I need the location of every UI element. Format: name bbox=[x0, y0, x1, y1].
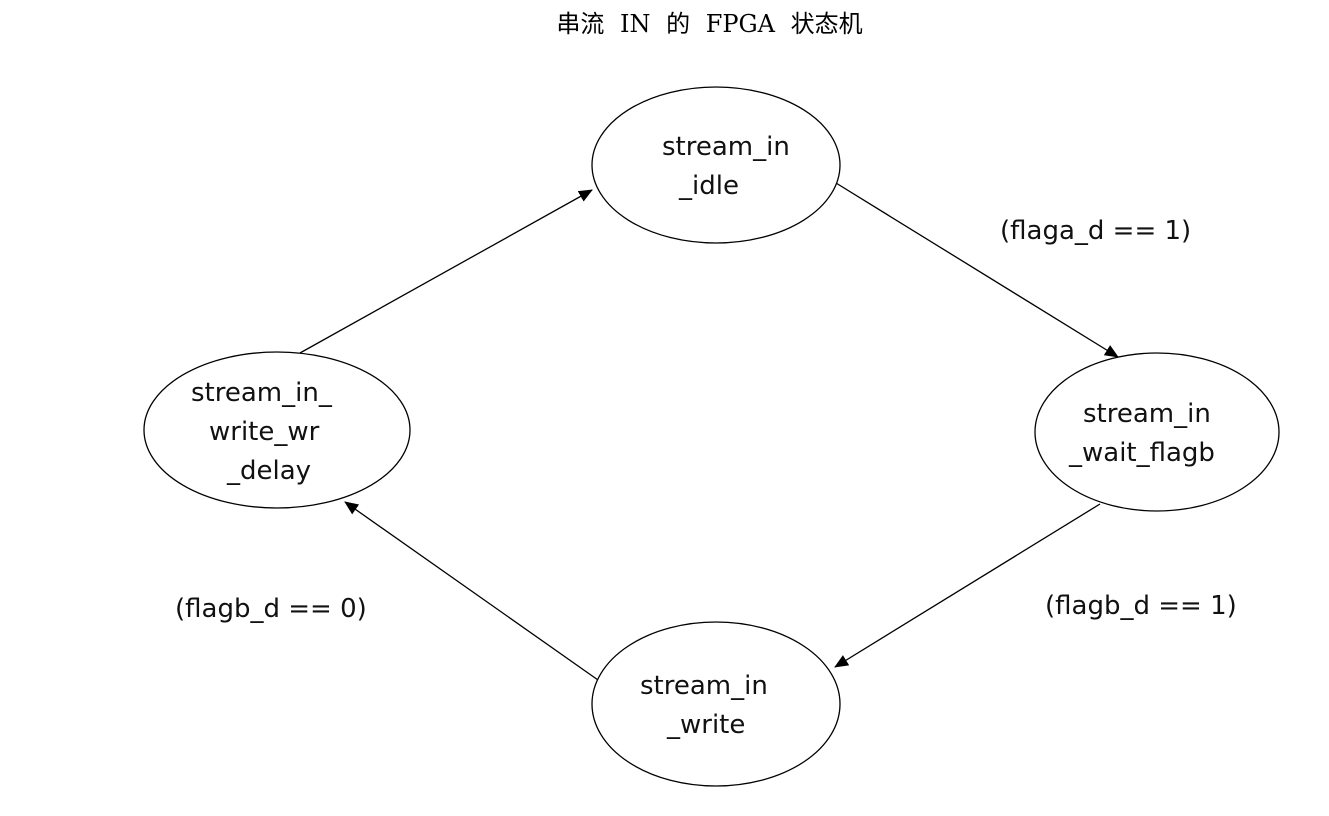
state-idle-line-1: stream_in bbox=[662, 132, 790, 162]
state-wait-flagb-line-1: stream_in bbox=[1083, 399, 1211, 429]
state-write-wr-delay-line-3: _delay bbox=[226, 456, 311, 486]
state-write-wr-delay-line-2: write_wr bbox=[209, 417, 320, 447]
edge-idle-to-wait-flagb bbox=[835, 182, 1119, 358]
state-write-wr-delay: stream_in_ write_wr _delay bbox=[143, 351, 411, 509]
diagram-title: 串流 IN 的 FPGA 状态机 bbox=[556, 10, 863, 38]
state-write-line-2: _write bbox=[666, 710, 745, 740]
state-write: stream_in _write bbox=[591, 621, 841, 787]
edge-wait-flagb-to-write bbox=[834, 503, 1101, 668]
edge-label-idle-to-wait-flagb: (flaga_d == 1) bbox=[1000, 216, 1191, 246]
edge-write-wr-delay-to-idle bbox=[299, 189, 593, 354]
edge-label-write-to-write-wr-delay: (flagb_d == 0) bbox=[175, 594, 367, 624]
state-write-line-1: stream_in bbox=[640, 671, 768, 701]
edge-label-wait-flagb-to-write: (flagb_d == 1) bbox=[1045, 591, 1237, 621]
state-wait-flagb-line-2: _wait_flagb bbox=[1068, 438, 1215, 468]
state-idle: stream_in _idle bbox=[591, 86, 841, 244]
edge-write-to-write-wr-delay bbox=[344, 501, 599, 681]
state-wait-flagb: stream_in _wait_flagb bbox=[1034, 352, 1280, 512]
state-write-wr-delay-line-1: stream_in_ bbox=[191, 378, 333, 408]
state-idle-line-2: _idle bbox=[678, 171, 739, 201]
